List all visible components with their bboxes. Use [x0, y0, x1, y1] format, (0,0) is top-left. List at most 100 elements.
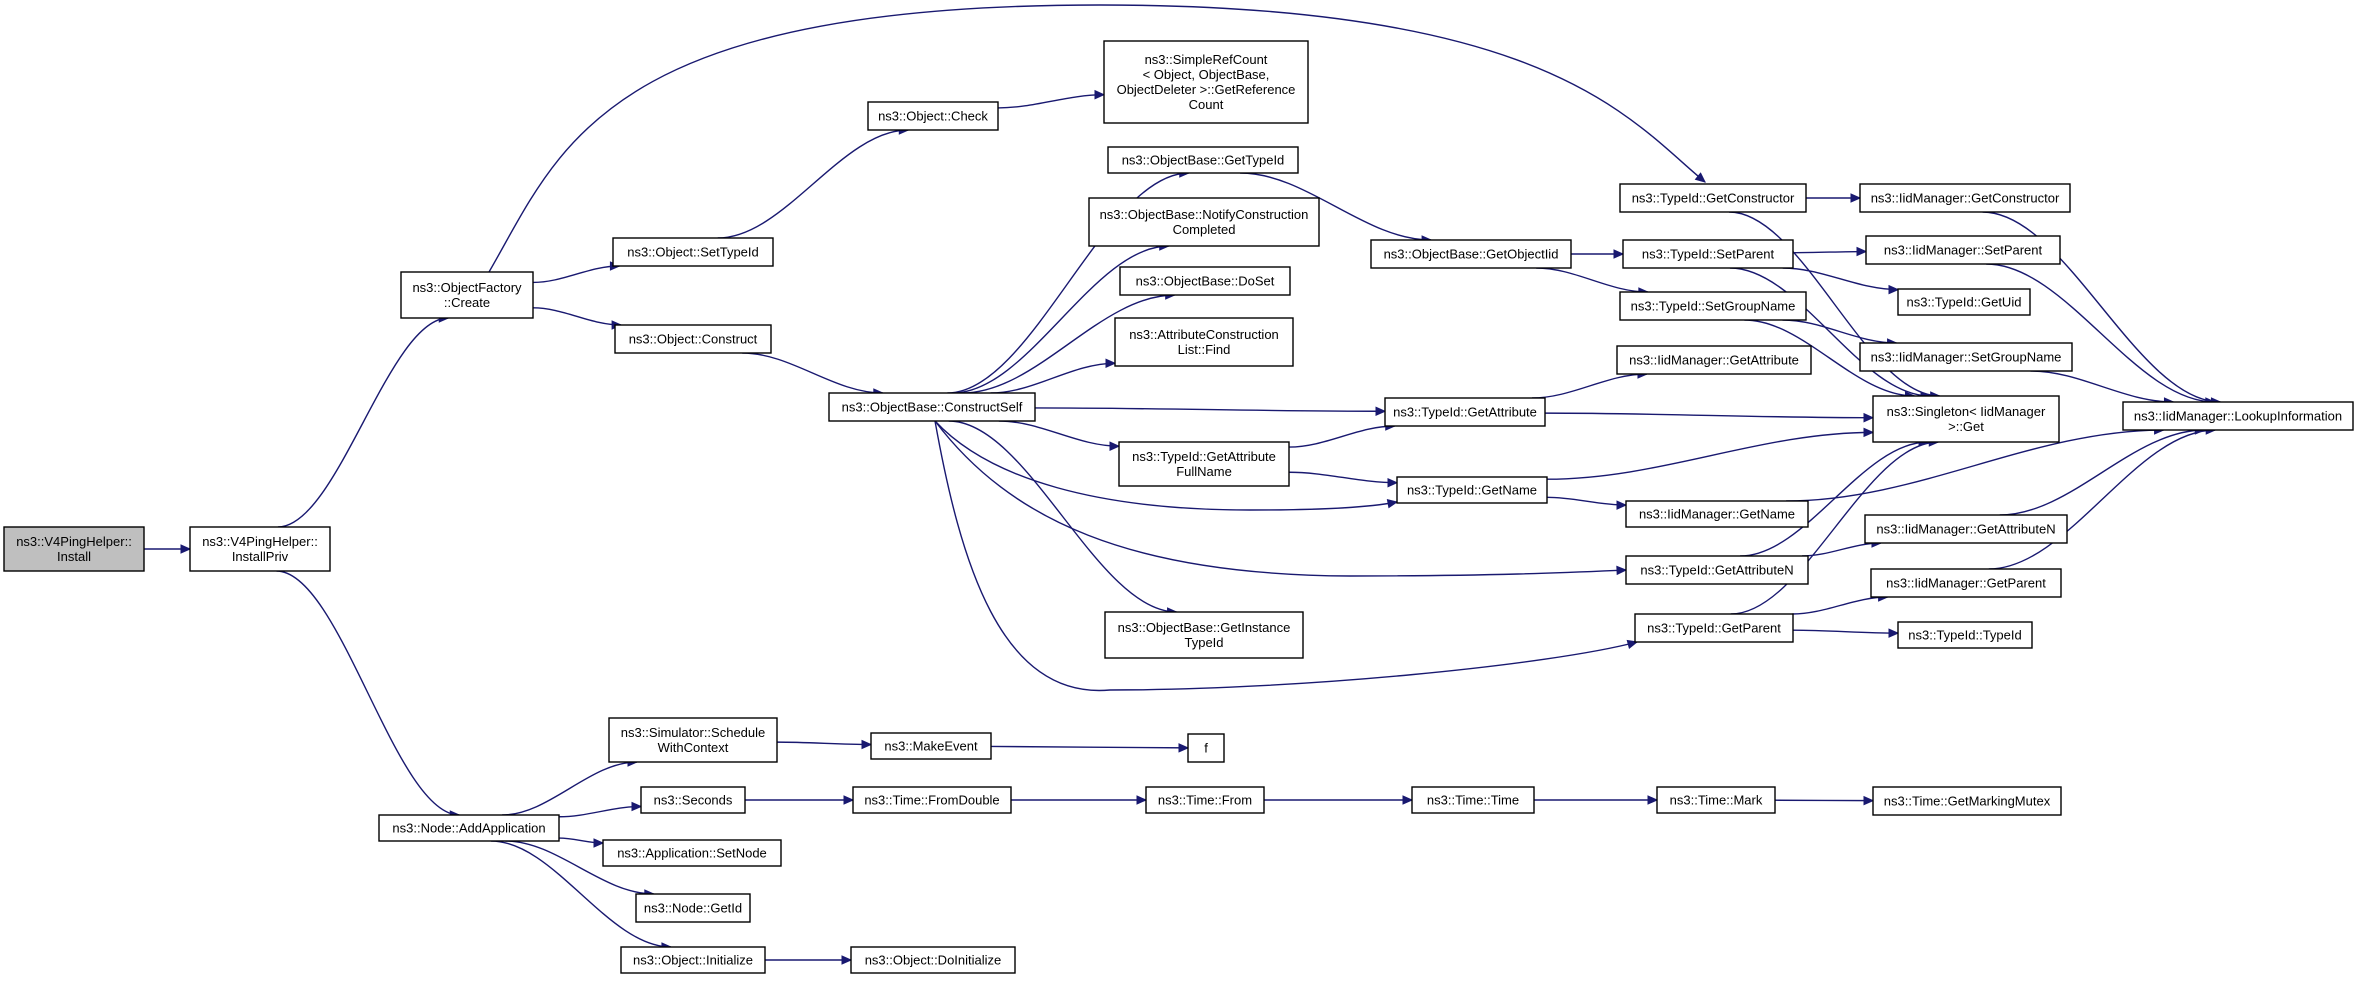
edge-line	[990, 362, 1116, 394]
node-label: Install	[57, 549, 91, 564]
node-tidsetparent[interactable]: ns3::TypeId::SetParent	[1622, 239, 1794, 269]
node-tidgetparent[interactable]: ns3::TypeId::GetParent	[1634, 613, 1794, 643]
node-label: ns3::SimpleRefCount	[1145, 52, 1268, 67]
node-box	[1396, 476, 1548, 504]
node-tidgetname[interactable]: ns3::TypeId::GetName	[1396, 476, 1548, 504]
node-tidgetattrn[interactable]: ns3::TypeId::GetAttributeN	[1625, 555, 1809, 585]
call-edge-v4install-to-v4installpriv	[144, 544, 192, 554]
edge-line	[947, 172, 1189, 394]
arrowhead-icon	[1850, 193, 1862, 203]
node-objcheck[interactable]: ns3::Object::Check	[867, 101, 999, 131]
node-timegetmutex[interactable]: ns3::Time::GetMarkingMutex	[1872, 786, 2062, 816]
arrowhead-icon	[1694, 172, 1706, 183]
node-timetime[interactable]: ns3::Time::Time	[1411, 786, 1535, 814]
arrowhead-icon	[1856, 246, 1868, 257]
node-label: ns3::Singleton< IidManager	[1887, 404, 2046, 419]
node-box	[1872, 786, 2062, 816]
node-label: ns3::Object::Construct	[629, 332, 758, 347]
node-label: ns3::IidManager::SetParent	[1884, 243, 2043, 258]
node-v4install[interactable]: ns3::V4PingHelper::Install	[3, 526, 145, 572]
node-nodegetid[interactable]: ns3::Node::GetId	[635, 893, 751, 923]
node-box	[2122, 401, 2354, 431]
arrowhead-icon	[1109, 441, 1121, 451]
edge-line	[1034, 407, 1386, 412]
edge-line	[1288, 471, 1398, 484]
node-iidlookup[interactable]: ns3::IidManager::LookupInformation	[2122, 401, 2354, 431]
node-tidgetconstructor[interactable]: ns3::TypeId::GetConstructor	[1619, 183, 1807, 213]
edge-line	[1982, 211, 2221, 403]
node-label: ns3::TypeId::GetConstructor	[1632, 191, 1795, 206]
node-objinitialize[interactable]: ns3::Object::Initialize	[620, 946, 766, 974]
node-box	[850, 946, 1016, 974]
node-timefrom[interactable]: ns3::Time::From	[1145, 786, 1265, 814]
node-makeevent[interactable]: ns3::MakeEvent	[870, 732, 992, 760]
call-edge-objinitialize-to-objdoinitialize	[765, 955, 853, 965]
node-label: InstallPriv	[232, 549, 289, 564]
edge-line	[1546, 496, 1627, 506]
edge-line	[997, 94, 1105, 109]
node-box	[1187, 733, 1225, 763]
node-tidgetattribute[interactable]: ns3::TypeId::GetAttribute	[1384, 397, 1546, 427]
node-iidsetgroupname[interactable]: ns3::IidManager::SetGroupName	[1859, 342, 2073, 372]
node-tidsetgroupname[interactable]: ns3::TypeId::SetGroupName	[1619, 291, 1807, 321]
node-label: ns3::IidManager::GetConstructor	[1871, 191, 2060, 206]
node-singletonget[interactable]: ns3::Singleton< IidManager>::Get	[1872, 395, 2060, 443]
call-edge-nodeaddapp-to-appsetnode	[558, 837, 605, 848]
node-iidgetconstructor[interactable]: ns3::IidManager::GetConstructor	[1859, 183, 2071, 213]
node-box	[614, 324, 772, 354]
node-label: ns3::Time::GetMarkingMutex	[1884, 794, 2051, 809]
node-label: ns3::ObjectBase::NotifyConstruction	[1100, 207, 1309, 222]
edge-line	[1782, 267, 1899, 291]
node-obdoset[interactable]: ns3::ObjectBase::DoSet	[1119, 266, 1291, 296]
node-iidgetattribute[interactable]: ns3::IidManager::GetAttribute	[1616, 345, 1812, 375]
node-box	[1864, 514, 2068, 544]
edge-line	[934, 420, 1627, 577]
node-label: ns3::Time::Mark	[1670, 793, 1763, 808]
node-f[interactable]: f	[1187, 733, 1225, 763]
call-edge-tidgetname-to-iidgetname	[1546, 496, 1628, 510]
function-nodes: ns3::V4PingHelper::Install ns3::V4PingHel…	[3, 40, 2354, 974]
node-objsettypeid[interactable]: ns3::Object::SetTypeId	[612, 237, 774, 267]
node-v4installpriv[interactable]: ns3::V4PingHelper::InstallPriv	[189, 526, 331, 572]
node-objconstruct[interactable]: ns3::Object::Construct	[614, 324, 772, 354]
node-obnotify[interactable]: ns3::ObjectBase::NotifyConstructionCompl…	[1088, 197, 1320, 247]
call-edge-objconstruct-to-constructself	[742, 352, 885, 398]
node-tidgetuid[interactable]: ns3::TypeId::GetUid	[1897, 288, 2031, 316]
node-obgettypeid[interactable]: ns3::ObjectBase::GetTypeId	[1107, 146, 1299, 174]
node-label: ns3::MakeEvent	[884, 739, 978, 754]
node-label: ObjectDeleter >::GetReference	[1117, 82, 1296, 97]
node-timemark[interactable]: ns3::Time::Mark	[1656, 786, 1776, 814]
node-objdoinitialize[interactable]: ns3::Object::DoInitialize	[850, 946, 1016, 974]
node-seconds[interactable]: ns3::Seconds	[640, 786, 746, 814]
node-iidsetparent[interactable]: ns3::IidManager::SetParent	[1865, 235, 2061, 265]
node-iidgetattrn[interactable]: ns3::IidManager::GetAttributeN	[1864, 514, 2068, 544]
node-simplerefcount[interactable]: ns3::SimpleRefCount< Object, ObjectBase,…	[1103, 40, 1309, 124]
node-obgetobjectiid[interactable]: ns3::ObjectBase::GetObjectIid	[1370, 239, 1572, 269]
node-appsetnode[interactable]: ns3::Application::SetNode	[602, 839, 782, 867]
node-nodeaddapp[interactable]: ns3::Node::AddApplication	[378, 814, 560, 842]
node-label: ns3::AttributeConstruction	[1129, 327, 1279, 342]
node-iidgetparent[interactable]: ns3::IidManager::GetParent	[1870, 568, 2062, 598]
arrowhead-icon	[631, 801, 643, 812]
node-box	[1872, 395, 2060, 443]
node-timefromdouble[interactable]: ns3::Time::FromDouble	[852, 786, 1012, 814]
node-label: ns3::TypeId::SetParent	[1642, 247, 1775, 262]
node-box	[1656, 786, 1776, 814]
node-label: ns3::Object::Check	[878, 109, 988, 124]
arrowhead-icon	[1613, 249, 1625, 259]
arrowhead-icon	[1375, 406, 1387, 417]
arrowhead-icon	[180, 544, 192, 554]
node-label: TypeId	[1184, 635, 1223, 650]
node-objfactorycreate[interactable]: ns3::ObjectFactory::Create	[400, 271, 534, 319]
call-edge-tidgetattribute-to-singletonget	[1544, 412, 1875, 423]
edge-line	[948, 420, 1177, 613]
node-iidgetname[interactable]: ns3::IidManager::GetName	[1625, 500, 1809, 528]
node-tidtypeid[interactable]: ns3::TypeId::TypeId	[1897, 621, 2033, 649]
call-edge-obgetobjectiid-to-tidsetparent	[1571, 249, 1625, 259]
node-box	[1625, 555, 1809, 585]
node-constructself[interactable]: ns3::ObjectBase::ConstructSelf	[828, 392, 1036, 422]
